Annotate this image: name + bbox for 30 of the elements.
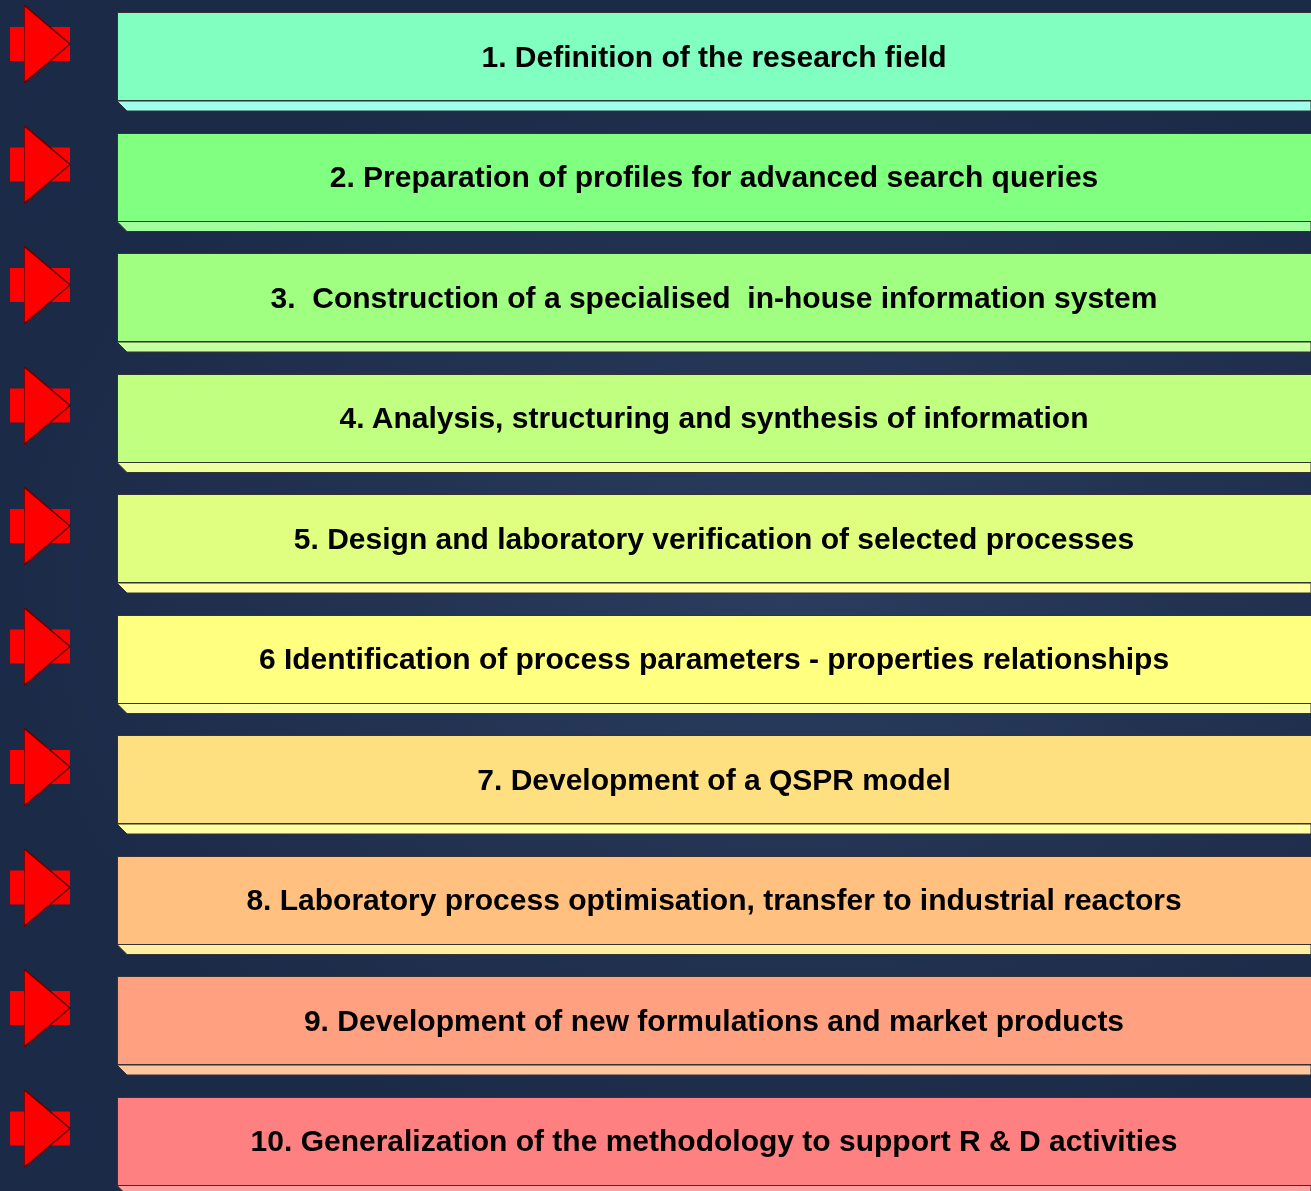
step-label: 7. Development of a QSPR model <box>477 762 951 797</box>
step-box <box>117 373 1311 463</box>
step-label: 10. Generalization of the methodology to support R & D activities <box>250 1124 1178 1158</box>
step-box <box>117 12 1311 101</box>
arrow <box>10 486 71 566</box>
step-box <box>117 976 1311 1065</box>
step-label: 9. Development of new formulations and market products <box>303 1003 1125 1038</box>
step-label: 6 Identification of process parameters - properties relationships <box>258 642 1170 676</box>
step-box <box>117 1096 1311 1186</box>
arrow <box>10 365 71 446</box>
arrow <box>10 1088 71 1169</box>
step-box <box>117 855 1311 945</box>
arrow <box>10 727 71 807</box>
arrow <box>10 245 71 325</box>
step-label: 5. Design and laboratory verification of selected processes <box>293 521 1135 556</box>
step-box <box>117 494 1311 583</box>
step-label: 1. Definition of the research field <box>481 39 947 74</box>
step-label: 3. Construction of a specialised in-house information system <box>270 280 1158 315</box>
step-label: 8. Laboratory process optimisation, transfer to industrial reactors <box>246 883 1182 917</box>
step-box <box>117 132 1311 222</box>
arrow <box>10 847 71 928</box>
step-label: 2. Preparation of profiles for advanced search queries <box>329 160 1099 194</box>
step-label: 4. Analysis, structuring and synthesis of information <box>339 401 1089 435</box>
step-box <box>117 614 1311 704</box>
step-box <box>117 735 1311 824</box>
step-box <box>117 253 1311 342</box>
arrow <box>10 4 71 84</box>
arrow <box>10 606 71 687</box>
arrow <box>10 124 71 205</box>
arrow <box>10 968 71 1048</box>
